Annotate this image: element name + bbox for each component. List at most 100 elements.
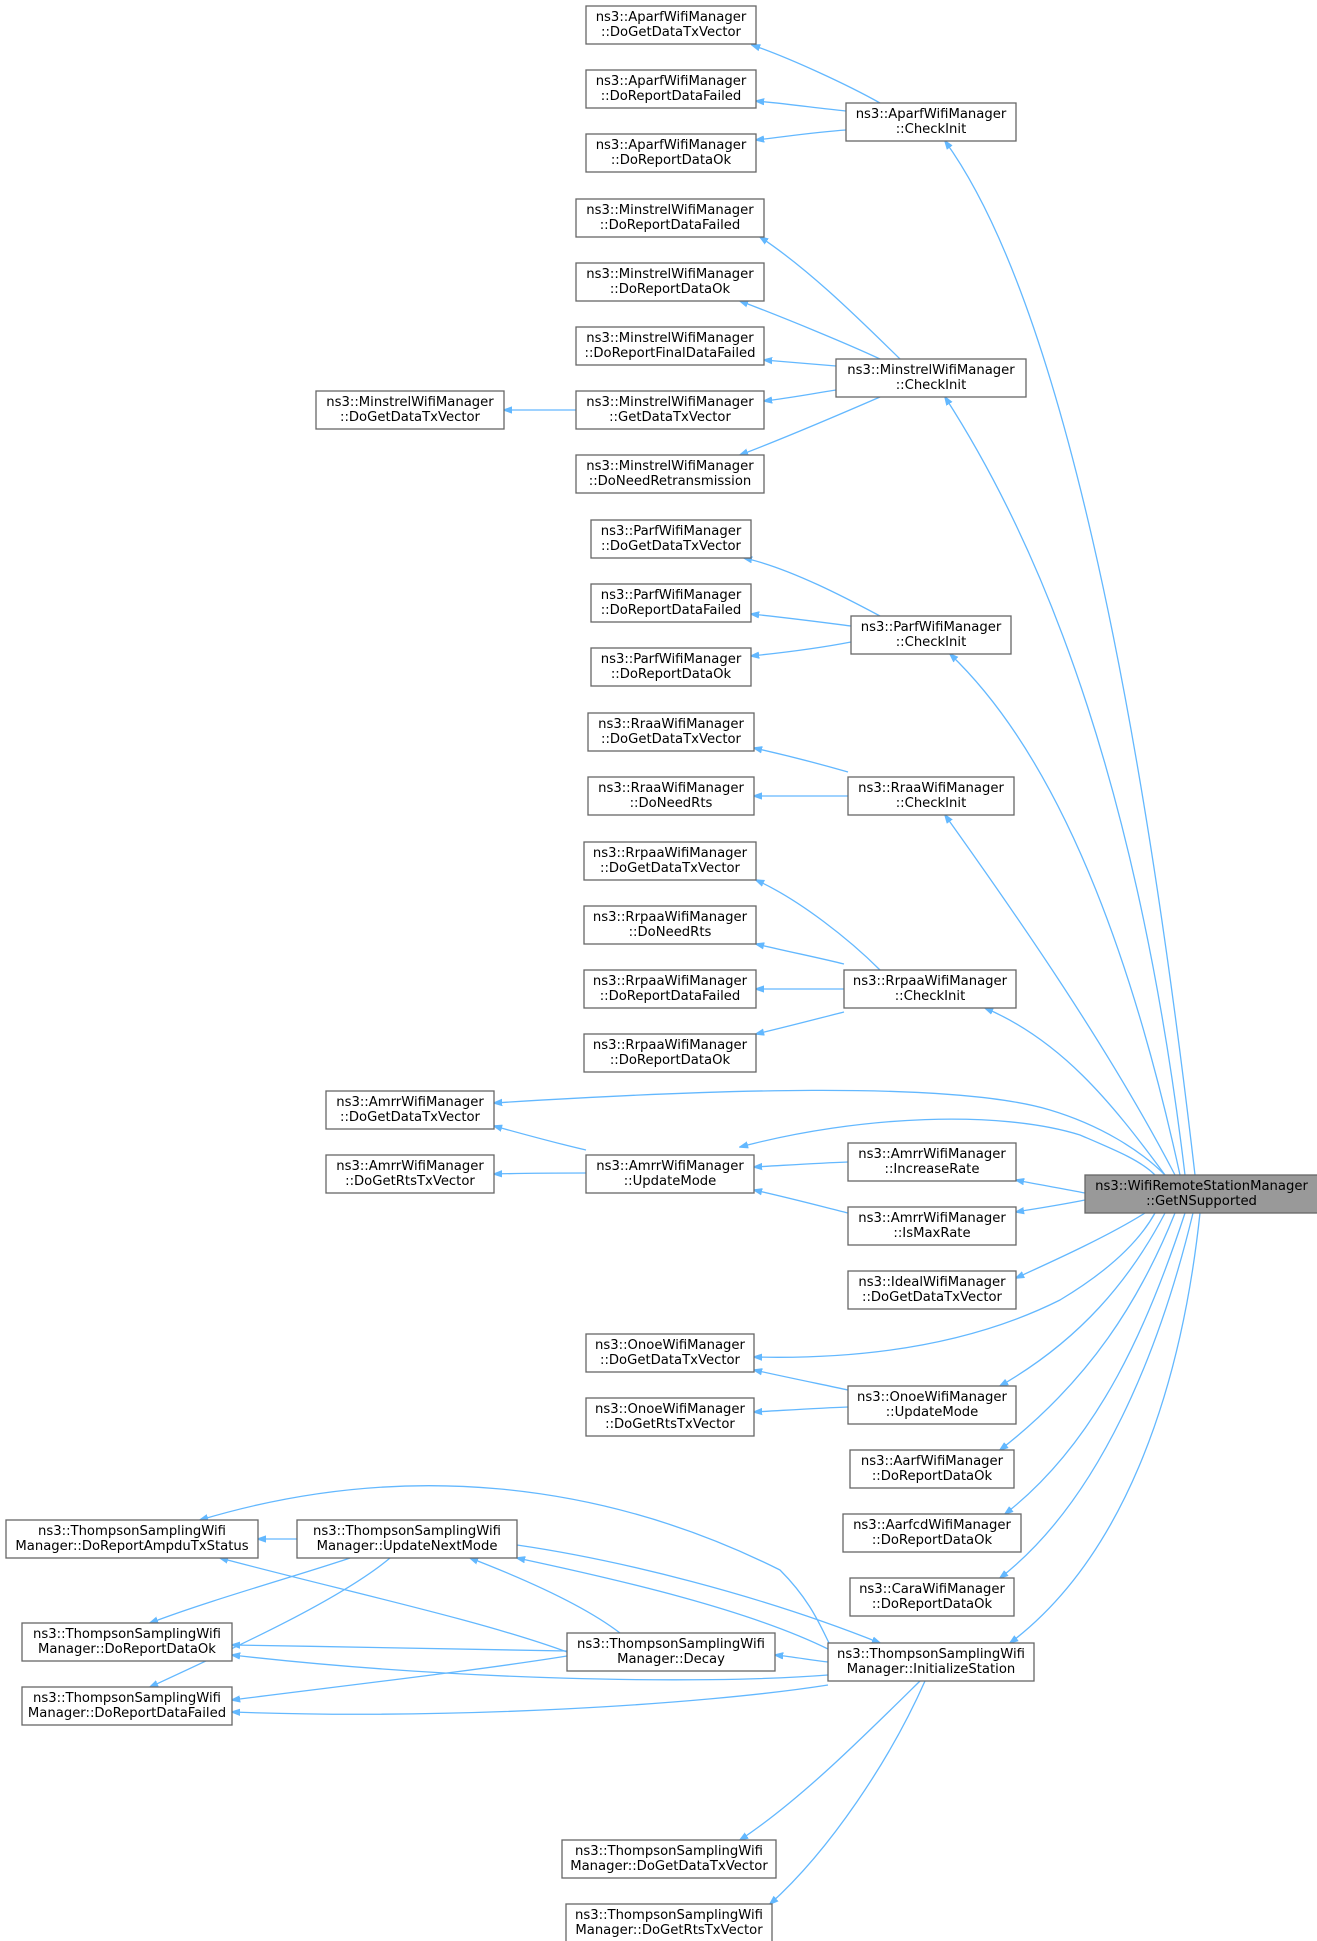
node-label-line2: ::UpdateMode: [886, 1405, 979, 1420]
node-parf-ok[interactable]: ns3::ParfWifiManager::DoReportDataOk: [590, 647, 752, 687]
node-label-line2: ::DoGetDataTxVector: [340, 1110, 481, 1125]
node-min-ok[interactable]: ns3::MinstrelWifiManager::DoReportDataOk: [575, 262, 765, 302]
node-amrr-rts[interactable]: ns3::AmrrWifiManager::DoGetRtsTxVector: [325, 1154, 495, 1194]
edge-amrr_update-to-amrr_max: [754, 1190, 849, 1214]
node-label-line2: ::DoReportDataFailed: [600, 989, 741, 1004]
node-box: [583, 969, 757, 1009]
node-label-line2: ::IsMaxRate: [893, 1226, 970, 1241]
edge-aparf_tx-to-aparf_check: [752, 45, 881, 104]
node-amrr-inc[interactable]: ns3::AmrrWifiManager::IncreaseRate: [847, 1142, 1017, 1182]
node-label-line1: ns3::ThompsonSamplingWifi: [837, 1647, 1025, 1662]
node-aparf-tx[interactable]: ns3::AparfWifiManager::DoGetDataTxVector: [585, 5, 757, 45]
node-rraa-check[interactable]: ns3::RraaWifiManager::CheckInit: [847, 776, 1015, 816]
node-min-dotx[interactable]: ns3::MinstrelWifiManager::DoGetDataTxVec…: [315, 390, 505, 430]
node-root[interactable]: ns3::WifiRemoteStationManager::GetNSuppo…: [1084, 1174, 1317, 1214]
edge-ideal_tx-to-root: [1016, 1212, 1146, 1278]
node-ts-rts[interactable]: ns3::ThompsonSamplingWifiManager::DoGetR…: [565, 1903, 773, 1941]
node-aparf-fail[interactable]: ns3::AparfWifiManager::DoReportDataFaile…: [585, 69, 757, 109]
edge-min_check-to-root: [945, 397, 1186, 1176]
node-label-line2: ::DoReportDataOk: [611, 153, 732, 168]
edge-min_fail-to-min_check: [760, 237, 901, 360]
edge-onoe_tx-to-root: [754, 1212, 1156, 1357]
node-rrpaa-rts[interactable]: ns3::RrpaaWifiManager::DoNeedRts: [583, 905, 757, 945]
node-label-line2: ::DoGetDataTxVector: [600, 861, 741, 876]
node-ts-ampdu[interactable]: ns3::ThompsonSamplingWifiManager::DoRepo…: [5, 1519, 259, 1559]
node-label-line1: ns3::ThompsonSamplingWifi: [575, 1908, 763, 1923]
node-onoe-tx[interactable]: ns3::OnoeWifiManager::DoGetDataTxVector: [585, 1333, 755, 1373]
node-min-check[interactable]: ns3::MinstrelWifiManager::CheckInit: [835, 358, 1027, 398]
edge-parf_fail-to-parf_check: [751, 614, 852, 627]
node-box: [847, 1142, 1017, 1182]
edge-ts_decay-to-ts_init: [775, 1655, 829, 1663]
node-aparf-check[interactable]: ns3::AparfWifiManager::CheckInit: [845, 102, 1017, 142]
node-box: [590, 519, 752, 559]
node-ideal-tx[interactable]: ns3::IdealWifiManager::DoGetDataTxVector: [847, 1270, 1017, 1310]
edge-min_final-to-min_check: [764, 360, 837, 367]
node-label-line2: ::DoReportDataOk: [610, 282, 731, 297]
edge-ts_fail-to-ts_decay: [232, 1655, 568, 1700]
node-amrr-tx[interactable]: ns3::AmrrWifiManager::DoGetDataTxVector: [325, 1090, 495, 1130]
node-label-line1: ns3::MinstrelWifiManager: [586, 331, 754, 346]
node-cara-ok[interactable]: ns3::CaraWifiManager::DoReportDataOk: [849, 1577, 1015, 1617]
node-label-line2: ::CheckInit: [896, 122, 967, 137]
node-amrr-update[interactable]: ns3::AmrrWifiManager::UpdateMode: [585, 1154, 755, 1194]
edge-rrpaa_ok-to-rrpaa_check: [756, 1011, 845, 1034]
node-label-line1: ns3::ThompsonSamplingWifi: [313, 1524, 501, 1539]
node-box: [561, 1839, 777, 1879]
edge-amrr_update-to-amrr_inc: [754, 1161, 849, 1167]
node-label-line2: ::DoReportDataOk: [611, 667, 732, 682]
node-rraa-rts[interactable]: ns3::RraaWifiManager::DoNeedRts: [587, 776, 755, 816]
node-box: [583, 841, 757, 881]
node-onoe-update[interactable]: ns3::OnoeWifiManager::UpdateMode: [847, 1385, 1017, 1425]
node-label-line1: ns3::AparfWifiManager: [856, 107, 1007, 122]
node-label-line2: ::DoGetRtsTxVector: [605, 1417, 735, 1432]
node-aparf-ok[interactable]: ns3::AparfWifiManager::DoReportDataOk: [585, 133, 757, 173]
node-box: [835, 358, 1027, 398]
node-label-line1: ns3::RraaWifiManager: [858, 781, 1004, 796]
node-rrpaa-tx[interactable]: ns3::RrpaaWifiManager::DoGetDataTxVector: [583, 841, 757, 881]
node-ts-fail[interactable]: ns3::ThompsonSamplingWifiManager::DoRepo…: [21, 1686, 233, 1726]
edge-ts_ampdu-to-ts_init: [200, 1485, 831, 1646]
node-min-fail[interactable]: ns3::MinstrelWifiManager::DoReportDataFa…: [575, 198, 765, 238]
node-label-line1: ns3::RrpaaWifiManager: [853, 974, 1008, 989]
edge-ts_fail-to-ts_next: [150, 1557, 391, 1687]
node-parf-fail[interactable]: ns3::ParfWifiManager::DoReportDataFailed: [590, 583, 752, 623]
nodes-layer: ns3::WifiRemoteStationManager::GetNSuppo…: [5, 5, 1317, 1941]
node-onoe-rts[interactable]: ns3::OnoeWifiManager::DoGetRtsTxVector: [585, 1397, 755, 1437]
edge-aparf_check-to-root: [945, 141, 1196, 1176]
node-rrpaa-fail[interactable]: ns3::RrpaaWifiManager::DoReportDataFaile…: [583, 969, 757, 1009]
node-label-line2: ::DoReportDataOk: [610, 1053, 731, 1068]
node-label-line2: Manager::DoReportDataFailed: [28, 1706, 226, 1721]
node-box: [583, 1033, 757, 1073]
node-label-line2: ::GetNSupported: [1146, 1194, 1257, 1209]
node-ts-tx[interactable]: ns3::ThompsonSamplingWifiManager::DoGetD…: [561, 1839, 777, 1879]
node-ts-init[interactable]: ns3::ThompsonSamplingWifiManager::Initia…: [827, 1642, 1035, 1682]
node-label-line2: ::CheckInit: [896, 378, 967, 393]
edge-ts_ok-to-ts_decay: [232, 1645, 568, 1652]
node-ts-next[interactable]: ns3::ThompsonSamplingWifiManager::Update…: [296, 1519, 518, 1559]
node-parf-check[interactable]: ns3::ParfWifiManager::CheckInit: [850, 615, 1012, 655]
node-box: [590, 583, 752, 623]
node-box: [845, 102, 1017, 142]
node-min-gettx[interactable]: ns3::MinstrelWifiManager::GetDataTxVecto…: [575, 390, 765, 430]
node-min-retx[interactable]: ns3::MinstrelWifiManager::DoNeedRetransm…: [575, 454, 765, 494]
node-box: [842, 1513, 1022, 1553]
node-rraa-tx[interactable]: ns3::RraaWifiManager::DoGetDataTxVector: [587, 712, 755, 752]
node-aarfcd-ok[interactable]: ns3::AarfcdWifiManager::DoReportDataOk: [842, 1513, 1022, 1553]
node-parf-tx[interactable]: ns3::ParfWifiManager::DoGetDataTxVector: [590, 519, 752, 559]
node-label-line2: ::DoReportDataOk: [872, 1469, 993, 1484]
edge-min_retx-to-min_check: [740, 396, 881, 455]
node-rrpaa-ok[interactable]: ns3::RrpaaWifiManager::DoReportDataOk: [583, 1033, 757, 1073]
node-label-line2: ::DoGetDataTxVector: [601, 25, 742, 40]
node-aarf-ok[interactable]: ns3::AarfWifiManager::DoReportDataOk: [849, 1449, 1015, 1489]
node-amrr-max[interactable]: ns3::AmrrWifiManager::IsMaxRate: [847, 1206, 1017, 1246]
node-box: [575, 262, 765, 302]
node-ts-ok[interactable]: ns3::ThompsonSamplingWifiManager::DoRepo…: [21, 1622, 233, 1662]
node-min-final[interactable]: ns3::MinstrelWifiManager::DoReportFinalD…: [575, 326, 765, 366]
node-box: [585, 5, 757, 45]
node-label-line1: ns3::RrpaaWifiManager: [593, 974, 748, 989]
edge-ts_ok-to-ts_next: [150, 1557, 351, 1623]
node-label-line2: ::UpdateMode: [624, 1174, 717, 1189]
node-rrpaa-check[interactable]: ns3::RrpaaWifiManager::CheckInit: [843, 969, 1017, 1009]
